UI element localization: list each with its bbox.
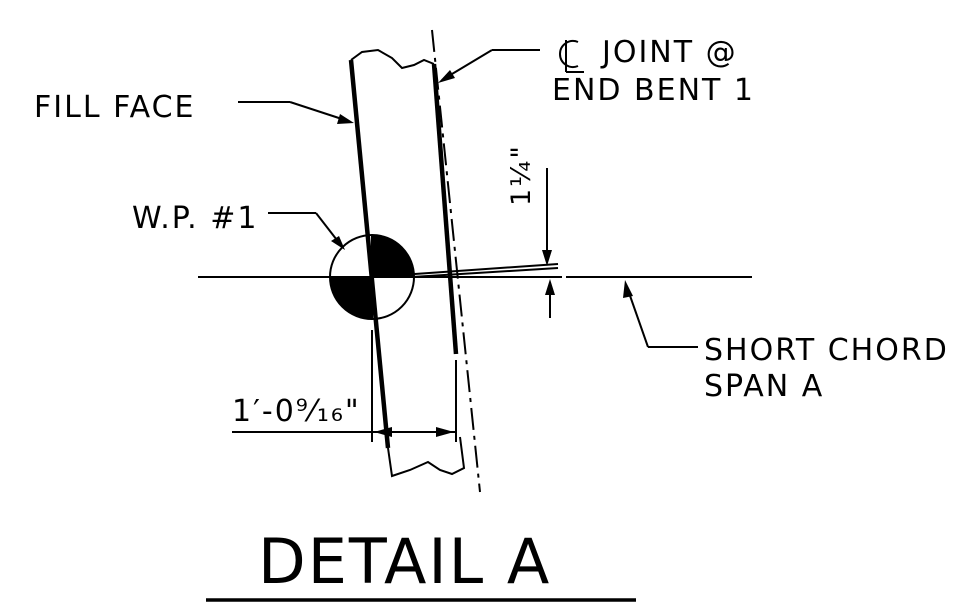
width-dimension-text: 1′-0⁹⁄₁₆" <box>232 394 361 429</box>
short-chord-label-line1: SHORT CHORD <box>704 333 949 368</box>
top-break-line <box>350 48 435 70</box>
width-dimension: 1′-0⁹⁄₁₆" <box>232 330 457 442</box>
joint-centerline <box>431 29 481 493</box>
cl-joint-label-line2: END BENT 1 <box>552 73 755 108</box>
offset-dimension-text: 1¼" <box>506 144 537 206</box>
centerline-symbol <box>559 40 584 73</box>
fill-face-line <box>348 59 391 449</box>
detail-title: DETAIL A <box>258 525 551 598</box>
bottom-break-line <box>387 436 466 478</box>
cl-joint-label-line1: JOINT @ <box>600 35 738 70</box>
work-point-leader <box>268 212 345 250</box>
end-bent-wall <box>348 48 466 478</box>
skew-offset-line-2 <box>411 267 559 278</box>
cl-joint-leader <box>438 49 540 83</box>
short-chord-leader <box>623 280 698 348</box>
fill-face-leader <box>238 101 354 124</box>
wall-right-face <box>431 63 459 355</box>
skew-offset-line-1 <box>371 263 559 278</box>
work-point-label: W.P. #1 <box>132 201 258 236</box>
short-chord-label-line2: SPAN A <box>704 369 824 404</box>
offset-dimension: 1¼" <box>506 144 555 318</box>
fill-face-label: FILL FACE <box>34 90 195 125</box>
